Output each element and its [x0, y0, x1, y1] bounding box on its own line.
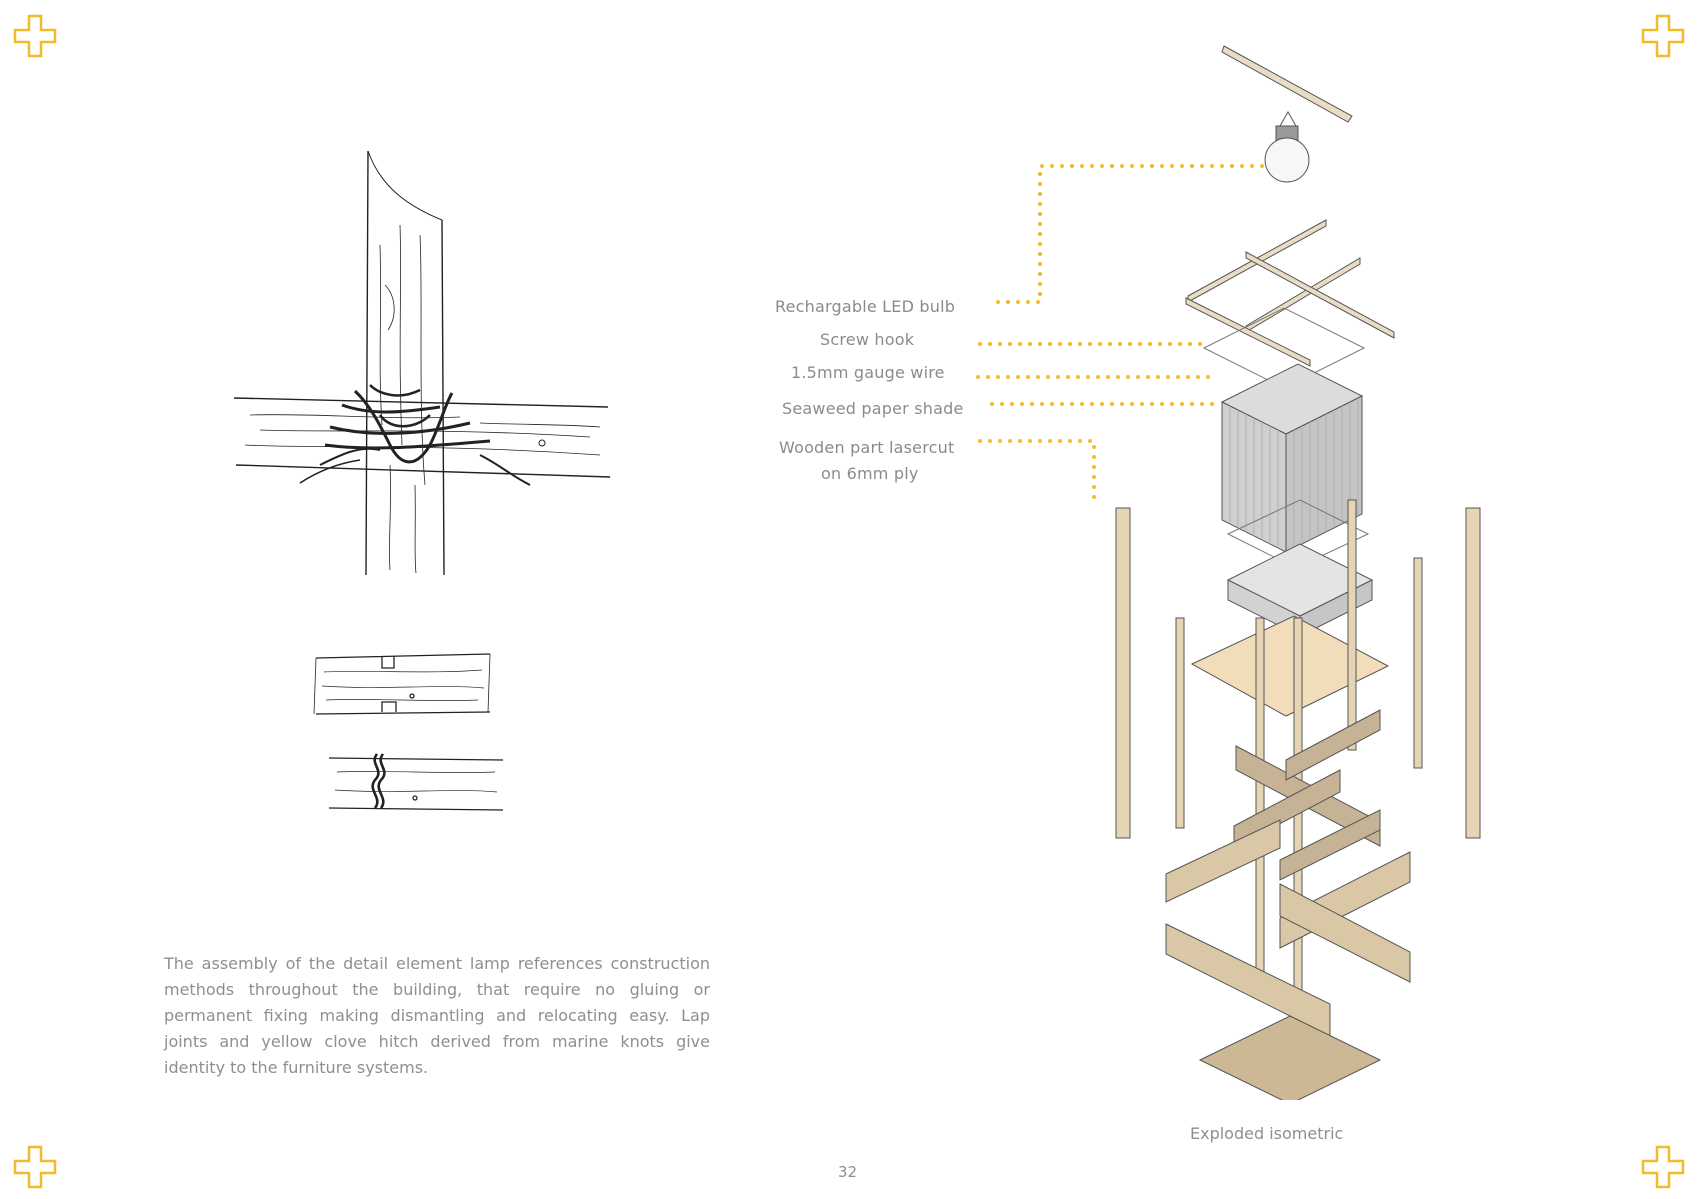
corner-cross-icon: [1641, 14, 1685, 58]
corner-cross-icon: [13, 1145, 57, 1189]
corner-cross-icon: [13, 14, 57, 58]
label-wooden-part-ply: on 6mm ply: [821, 464, 919, 483]
exploded-isometric-drawing: [1115, 45, 1481, 1100]
figure-caption: Exploded isometric: [1190, 1124, 1344, 1143]
label-led-bulb: Rechargable LED bulb: [775, 297, 956, 316]
label-wooden-part: Wooden part lasercut: [779, 438, 955, 457]
page-number: 32: [838, 1163, 858, 1181]
led-bulb-icon: [1264, 110, 1310, 183]
label-screw-hook: Screw hook: [820, 330, 915, 349]
label-paper-shade: Seaweed paper shade: [782, 399, 964, 418]
rope-joint-sketch: [328, 753, 504, 811]
label-gauge-wire: 1.5mm gauge wire: [791, 363, 945, 382]
description-text: The assembly of the detail element lamp …: [164, 954, 710, 1077]
lap-joint-sketch: [313, 653, 491, 715]
clove-hitch-sketch: [233, 150, 611, 576]
corner-cross-icon: [1641, 1145, 1685, 1189]
